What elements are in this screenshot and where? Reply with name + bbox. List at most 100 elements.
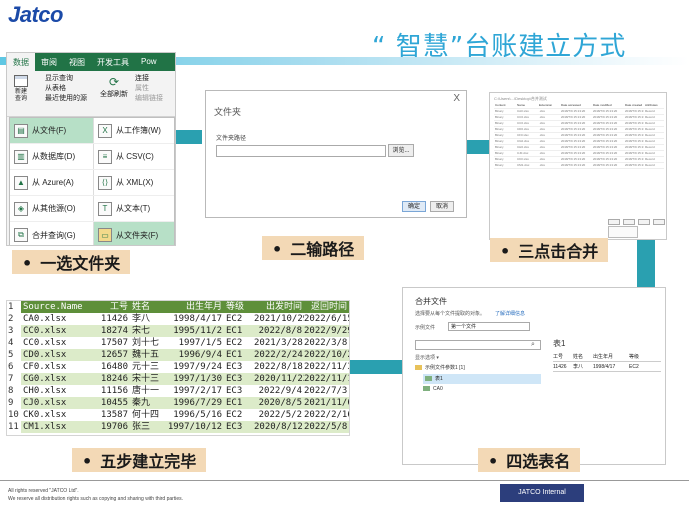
tree-root-item[interactable]: 示例文件参数1 [1] bbox=[415, 364, 465, 371]
cell-source-name[interactable]: CA0.xlsx bbox=[23, 314, 67, 324]
col-grade[interactable]: 等级 bbox=[224, 301, 254, 313]
cell-birth[interactable]: 1998/4/17 bbox=[173, 314, 222, 324]
cell-employee-id[interactable]: 18274 bbox=[96, 325, 130, 337]
cell-grade[interactable]: EC1 bbox=[224, 349, 254, 361]
cell-source-name[interactable]: CG0.xlsx bbox=[21, 373, 96, 385]
cell-birth[interactable]: 1997/1/5 bbox=[178, 338, 222, 348]
cell-employee-id[interactable]: 18246 bbox=[96, 373, 130, 385]
close-icon[interactable]: X bbox=[453, 93, 460, 104]
cell-source-name[interactable]: CD0.xlsx bbox=[21, 349, 96, 361]
cell-grade[interactable]: EC3 bbox=[224, 421, 254, 433]
tab-power[interactable]: Pow bbox=[141, 57, 157, 66]
cell-return-time[interactable]: 2022/2/16 bbox=[304, 410, 349, 420]
tree-item[interactable]: CA0 bbox=[423, 386, 443, 392]
cell-employee-id[interactable]: 11426 bbox=[100, 314, 128, 324]
cell-employee-id[interactable]: 13587 bbox=[100, 410, 128, 420]
cell-depart-time[interactable]: 2022/2/24 bbox=[254, 349, 304, 361]
cell-birth[interactable]: 1995/11/2 bbox=[162, 325, 224, 337]
cell-birth[interactable]: 1996/5/16 bbox=[173, 410, 222, 420]
cell-return-time[interactable]: 2022/9/29 bbox=[304, 325, 349, 337]
properties-button[interactable]: 属性 bbox=[135, 85, 149, 92]
combine-button[interactable] bbox=[608, 219, 620, 225]
cell-grade[interactable]: EC2 bbox=[226, 338, 243, 348]
tab-view[interactable]: 视图 bbox=[69, 58, 85, 67]
cell-source-name[interactable]: CC0.xlsx bbox=[23, 338, 67, 348]
combine-dropdown[interactable] bbox=[608, 226, 638, 238]
cell-grade[interactable]: EC3 bbox=[226, 386, 243, 396]
cell-grade[interactable]: EC3 bbox=[224, 373, 254, 385]
cell-return-time[interactable]: 2022/5/8 bbox=[304, 421, 349, 433]
cell-source-name[interactable]: CC0.xlsx bbox=[21, 325, 96, 337]
cell-depart-time[interactable]: 2022/8/8 bbox=[254, 325, 304, 337]
cell-employee-id[interactable]: 12657 bbox=[96, 349, 130, 361]
col-employee-id[interactable]: 工号 bbox=[96, 301, 130, 313]
cell-name[interactable]: 唐十一 bbox=[132, 386, 160, 396]
show-queries-button[interactable]: 显示查询 bbox=[45, 75, 73, 82]
sample-file-select[interactable]: 第一个文件 bbox=[448, 322, 530, 331]
cell-name[interactable]: 何十四 bbox=[132, 410, 160, 420]
cell-depart-time[interactable]: 2020/8/5 bbox=[254, 397, 304, 409]
cell-depart-time[interactable]: 2022/8/18 bbox=[254, 362, 303, 372]
cell-return-time[interactable]: 2022/11/3 bbox=[304, 362, 349, 372]
col-birth[interactable]: 出生年月 bbox=[162, 301, 224, 313]
cell-return-time[interactable]: 2022/6/15 bbox=[304, 314, 349, 324]
cell-source-name[interactable]: CF0.xlsx bbox=[23, 362, 67, 372]
menu-from-database[interactable]: ▥从数据库(D) bbox=[10, 144, 94, 169]
cell-return-time[interactable]: 2022/11/1 bbox=[304, 373, 349, 385]
cell-source-name[interactable]: CK0.xlsx bbox=[23, 410, 67, 420]
cell-birth[interactable]: 1997/2/17 bbox=[173, 386, 222, 396]
cell-birth[interactable]: 1997/9/24 bbox=[173, 362, 222, 372]
browse-button[interactable]: 浏览... bbox=[388, 144, 414, 157]
cell-name[interactable]: 宋十三 bbox=[130, 373, 162, 385]
cell-name[interactable]: 刘十七 bbox=[132, 338, 160, 348]
cell-grade[interactable]: EC2 bbox=[226, 314, 243, 324]
cell-name[interactable]: 李八 bbox=[132, 314, 151, 324]
cell-grade[interactable]: EC1 bbox=[224, 397, 254, 409]
menu-from-xml[interactable]: ⟨⟩从 XML(X) bbox=[94, 170, 174, 195]
cell-name[interactable]: 元十三 bbox=[132, 362, 160, 372]
files-cancel-button[interactable] bbox=[653, 219, 665, 225]
col-source-name[interactable]: Source.Name bbox=[21, 301, 96, 313]
display-options-dropdown[interactable]: 显示选项 ▾ bbox=[415, 355, 439, 361]
cell-birth[interactable]: 1996/7/29 bbox=[162, 397, 224, 409]
cell-name[interactable]: 张三 bbox=[130, 421, 162, 433]
menu-from-folder[interactable]: ▭从文件夹(F) bbox=[94, 222, 174, 245]
cell-depart-time[interactable]: 2021/3/28 bbox=[254, 338, 303, 348]
cell-grade[interactable]: EC3 bbox=[226, 362, 243, 372]
tree-item-selected[interactable]: 表1 bbox=[423, 374, 541, 384]
folder-path-input[interactable] bbox=[216, 145, 386, 157]
menu-combine-queries[interactable]: ⧉合并查询(G) bbox=[10, 222, 94, 245]
object-search-input[interactable] bbox=[415, 340, 541, 350]
tab-data[interactable]: 数据 bbox=[7, 53, 35, 71]
menu-from-csv[interactable]: ≡从 CSV(C) bbox=[94, 144, 174, 169]
cancel-button[interactable]: 取消 bbox=[430, 201, 454, 212]
recent-sources-button[interactable]: 最近使用的源 bbox=[45, 95, 87, 102]
from-table-button[interactable]: 从表格 bbox=[45, 85, 66, 92]
col-depart-time[interactable]: 出发时间 bbox=[254, 301, 304, 313]
cell-return-time[interactable]: 2022/10/25 bbox=[304, 349, 349, 361]
cell-depart-time[interactable]: 2022/9/4 bbox=[258, 386, 302, 396]
cell-source-name[interactable]: CH0.xlsx bbox=[23, 386, 67, 396]
cell-employee-id[interactable]: 11156 bbox=[100, 386, 128, 396]
cell-employee-id[interactable]: 10455 bbox=[96, 397, 130, 409]
connections-button[interactable]: 连接 bbox=[135, 75, 149, 82]
load-button[interactable] bbox=[623, 219, 635, 225]
menu-from-azure[interactable]: ▲从 Azure(A) bbox=[10, 170, 94, 195]
cell-employee-id[interactable]: 17507 bbox=[100, 338, 128, 348]
cell-depart-time[interactable]: 2020/8/12 bbox=[254, 421, 304, 433]
ok-button[interactable]: 确定 bbox=[402, 201, 426, 212]
cell-name[interactable]: 秦九 bbox=[130, 397, 162, 409]
cell-grade[interactable]: EC2 bbox=[226, 410, 243, 420]
cell-return-time[interactable]: 2022/7/3 bbox=[304, 386, 348, 396]
cell-birth[interactable]: 1996/9/4 bbox=[162, 349, 224, 361]
cell-return-time[interactable]: 2021/11/6 bbox=[304, 397, 349, 409]
transform-button[interactable] bbox=[638, 219, 650, 225]
cell-depart-time[interactable]: 2022/5/2 bbox=[258, 410, 302, 420]
cell-source-name[interactable]: CJ0.xlsx bbox=[21, 397, 96, 409]
menu-from-other-sources[interactable]: ◈从其他源(O) bbox=[10, 196, 94, 221]
refresh-all-button[interactable]: ⟳ 全部刷新 bbox=[97, 75, 131, 99]
cell-birth[interactable]: 1997/1/30 bbox=[162, 373, 224, 385]
learn-more-link[interactable]: 了解详细信息 bbox=[495, 311, 526, 317]
